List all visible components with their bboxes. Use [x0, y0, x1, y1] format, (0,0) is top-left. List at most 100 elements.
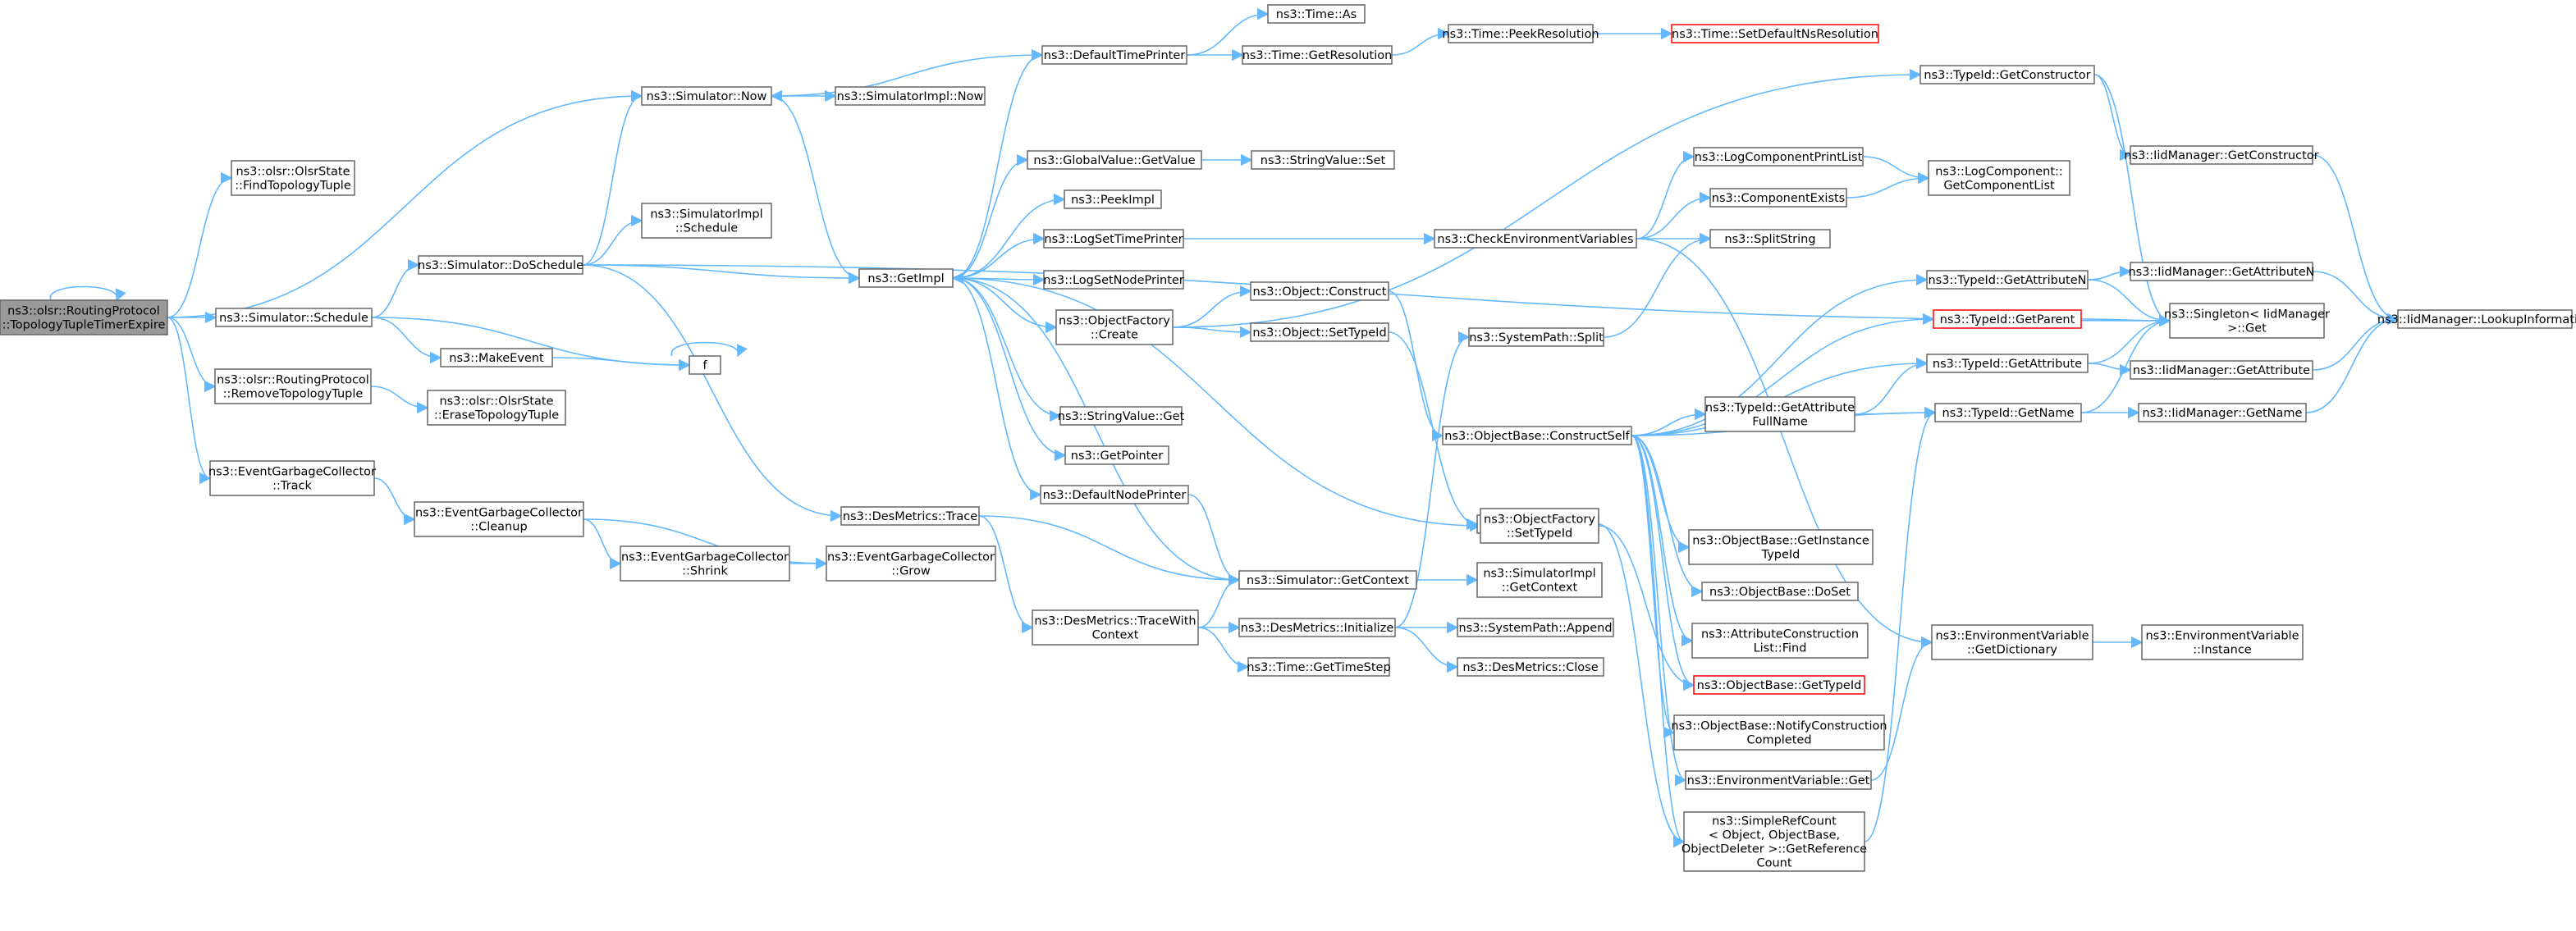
- node-type-id-get-parent[interactable]: ns3::TypeId::GetParent: [1933, 309, 2082, 329]
- node-sys-path-append[interactable]: ns3::SystemPath::Append: [1457, 618, 1614, 637]
- node-egc-grow[interactable]: ns3::EventGarbageCollector::Grow: [826, 545, 996, 582]
- node-time-get-res[interactable]: ns3::Time::GetResolution: [1242, 45, 1393, 65]
- node-iid-lookup[interactable]: ns3::IidManager::LookupInformation: [2377, 309, 2576, 329]
- node-type-id-get-attr[interactable]: ns3::TypeId::GetAttribute: [1926, 354, 2089, 373]
- node-box: [858, 268, 954, 288]
- node-label: ::EraseTopologyTuple: [434, 409, 559, 422]
- node-default-node-printer[interactable]: ns3::DefaultNodePrinter: [1040, 485, 1189, 504]
- node-sim-get-context[interactable]: ns3::Simulator::GetContext: [1238, 570, 1417, 590]
- node-box: [1055, 309, 1174, 345]
- node-env-var-instance[interactable]: ns3::EnvironmentVariable::Instance: [2141, 624, 2304, 660]
- node-time-peek-res[interactable]: ns3::Time::PeekResolution: [1442, 24, 1599, 43]
- node-egc-cleanup[interactable]: ns3::EventGarbageCollector::Cleanup: [414, 501, 584, 537]
- node-env-var-get[interactable]: ns3::EnvironmentVariable::Get: [1685, 770, 1872, 790]
- node-obj-set-type-id[interactable]: ns3::Object::SetTypeId: [1250, 322, 1389, 342]
- node-box: [2130, 145, 2313, 165]
- node-iid-get-constructor[interactable]: ns3::IidManager::GetConstructor: [2124, 145, 2319, 165]
- node-check-env-vars[interactable]: ns3::CheckEnvironmentVariables: [1434, 229, 1637, 249]
- node-time-set-default[interactable]: ns3::Time::SetDefaultNsResolution: [1671, 24, 1879, 43]
- node-label: ns3::EventGarbageCollector: [621, 551, 789, 564]
- node-label: ::SetTypeId: [1507, 527, 1572, 541]
- node-find-topo[interactable]: ns3::olsr::OlsrState::FindTopologyTuple: [231, 160, 355, 196]
- node-obj-construct[interactable]: ns3::Object::Construct: [1250, 281, 1389, 301]
- node-simple-ref-count[interactable]: ns3::SimpleRefCount< Object, ObjectBase,…: [1681, 811, 1867, 872]
- node-label: ns3::Object::Construct: [1253, 285, 1387, 299]
- node-obj-base-get-type-id[interactable]: ns3::ObjectBase::GetTypeId: [1693, 675, 1865, 695]
- node-box: [835, 86, 986, 106]
- node-sim-impl-get-ctx[interactable]: ns3::SimulatorImpl::GetContext: [1476, 562, 1603, 598]
- node-root[interactable]: ns3::olsr::RoutingProtocol::TopologyTupl…: [0, 299, 168, 335]
- node-label: ns3::MakeEvent: [449, 352, 544, 365]
- node-box: [641, 203, 772, 239]
- node-label: ns3::Singleton< IidManager: [2164, 308, 2330, 322]
- node-label: ns3::olsr::RoutingProtocol: [217, 374, 369, 387]
- node-str-value-get[interactable]: ns3::StringValue::Get: [1058, 406, 1185, 426]
- node-obj-base-do-set[interactable]: ns3::ObjectBase::DoSet: [1701, 582, 1859, 601]
- node-make-event[interactable]: ns3::MakeEvent: [440, 348, 553, 367]
- node-label: ns3::GetImpl: [867, 272, 944, 285]
- node-obj-base-notify[interactable]: ns3::ObjectBase::NotifyConstructionCompl…: [1671, 714, 1887, 751]
- node-des-close[interactable]: ns3::DesMetrics::Close: [1457, 657, 1604, 677]
- node-iid-get-attr-n[interactable]: ns3::IidManager::GetAttributeN: [2128, 262, 2315, 281]
- node-des-trace[interactable]: ns3::DesMetrics::Trace: [840, 506, 980, 526]
- node-label: ns3::GlobalValue::GetValue: [1033, 154, 1195, 167]
- node-log-set-time-printer[interactable]: ns3::LogSetTimePrinter: [1043, 229, 1184, 249]
- node-box: [2169, 303, 2325, 339]
- node-obj-factory-create[interactable]: ns3::ObjectFactory::Create: [1055, 309, 1174, 345]
- node-gv-get-value[interactable]: ns3::GlobalValue::GetValue: [1027, 150, 1202, 170]
- node-egc-track[interactable]: ns3::EventGarbageCollector::Track: [208, 460, 376, 496]
- node-comp-exists[interactable]: ns3::ComponentExists: [1709, 188, 1847, 208]
- node-label: ns3::EnvironmentVariable: [1935, 630, 2089, 643]
- node-singleton-get[interactable]: ns3::Singleton< IidManager >::Get: [2164, 303, 2330, 339]
- node-log-comp-print-list[interactable]: ns3::LogComponentPrintList: [1693, 147, 1864, 167]
- node-obj-base-construct-self[interactable]: ns3::ObjectBase::ConstructSelf: [1442, 426, 1632, 445]
- node-remove-topo[interactable]: ns3::olsr::RoutingProtocol::RemoveTopolo…: [214, 368, 372, 404]
- node-box: [1059, 406, 1183, 426]
- node-get-pointer[interactable]: ns3::GetPointer: [1064, 445, 1169, 465]
- node-box: [1434, 229, 1637, 249]
- node-erase-topo[interactable]: ns3::olsr::OlsrState::EraseTopologyTuple: [427, 390, 566, 426]
- node-time-as[interactable]: ns3::Time::As: [1267, 4, 1366, 24]
- node-type-id-get-name[interactable]: ns3::TypeId::GetName: [1934, 403, 2082, 422]
- node-egc-shrink[interactable]: ns3::EventGarbageCollector::Shrink: [620, 545, 790, 582]
- node-box: [1238, 570, 1417, 590]
- node-box: [1683, 811, 1865, 872]
- node-log-set-node-printer[interactable]: ns3::LogSetNodePrinter: [1043, 270, 1184, 290]
- edge-get-impl-to-default-node-printer: [952, 277, 1042, 501]
- node-des-init[interactable]: ns3::DesMetrics::Initialize: [1238, 618, 1396, 637]
- node-time-get-step[interactable]: ns3::Time::GetTimeStep: [1247, 657, 1391, 677]
- node-iid-get-name[interactable]: ns3::IidManager::GetName: [2138, 403, 2307, 422]
- node-box: [1480, 508, 1599, 544]
- node-sys-path-split[interactable]: ns3::SystemPath::Split: [1468, 327, 1604, 347]
- node-sim-schedule[interactable]: ns3::Simulator::Schedule: [215, 308, 373, 327]
- node-split-string[interactable]: ns3::SplitString: [1709, 229, 1831, 249]
- node-iid-get-attr[interactable]: ns3::IidManager::GetAttribute: [2130, 360, 2313, 380]
- node-label: ns3::ObjectFactory: [1059, 315, 1170, 328]
- node-env-var-get-dict[interactable]: ns3::EnvironmentVariable::GetDictionary: [1931, 624, 2093, 660]
- node-log-comp-get-list[interactable]: ns3::LogComponent::GetComponentList: [1928, 160, 2070, 196]
- node-default-time-printer[interactable]: ns3::DefaultTimePrinter: [1041, 45, 1187, 65]
- node-box: [1934, 403, 2082, 422]
- node-sim-now[interactable]: ns3::Simulator::Now: [641, 86, 772, 106]
- node-label: ns3::DesMetrics::Initialize: [1241, 622, 1394, 635]
- node-sim-impl-now[interactable]: ns3::SimulatorImpl::Now: [835, 86, 986, 106]
- node-label: ns3::IidManager::GetConstructor: [2124, 149, 2318, 162]
- node-label: ns3::Simulator::Now: [647, 90, 767, 103]
- edge-des-init-to-des-close: [1394, 627, 1459, 673]
- node-sim-impl-schedule[interactable]: ns3::SimulatorImpl::Schedule: [641, 203, 772, 239]
- node-label: ::Create: [1091, 329, 1138, 342]
- node-type-id-get-constructor[interactable]: ns3::TypeId::GetConstructor: [1919, 65, 2095, 84]
- node-obj-factory-set-type-id[interactable]: ns3::ObjectFactory::SetTypeId: [1480, 508, 1599, 544]
- node-label: ns3::SystemPath::Split: [1469, 331, 1604, 345]
- node-type-id-get-attr-n[interactable]: ns3::TypeId::GetAttributeN: [1926, 270, 2089, 290]
- node-get-impl[interactable]: ns3::GetImpl: [858, 268, 954, 288]
- node-f[interactable]: f: [689, 355, 721, 375]
- node-box: [414, 501, 584, 537]
- node-str-value-set[interactable]: ns3::StringValue::Set: [1251, 150, 1395, 170]
- node-peek-impl[interactable]: ns3::PeekImpl: [1064, 189, 1162, 209]
- node-sim-do-schedule[interactable]: ns3::Simulator::DoSchedule: [418, 255, 583, 275]
